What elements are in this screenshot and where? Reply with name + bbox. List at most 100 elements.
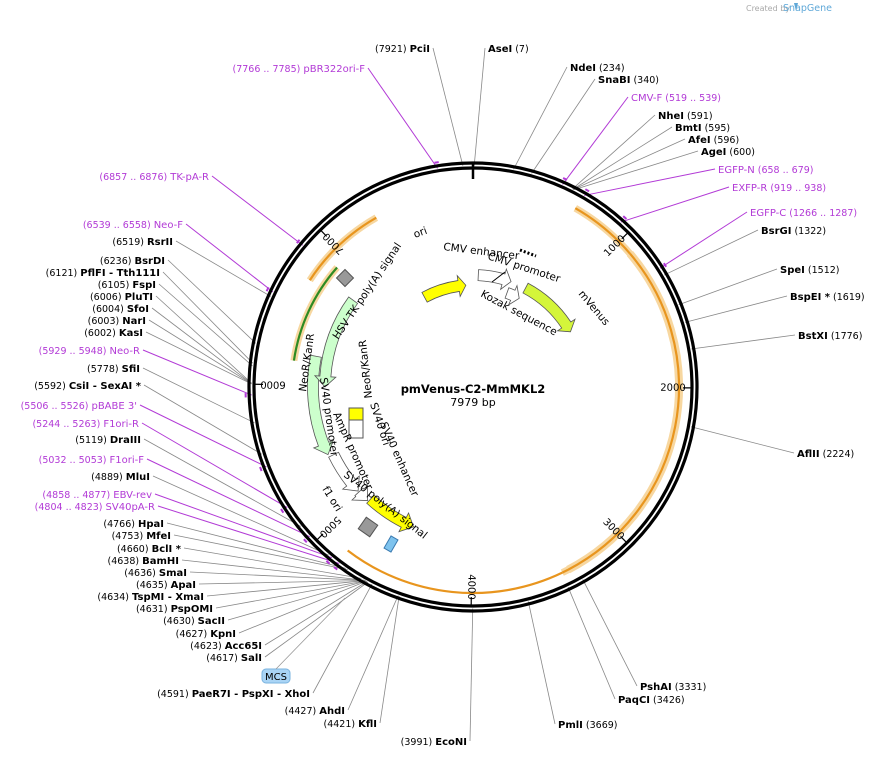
enzyme-site-ahdi-18[interactable]: (4427) AhdI bbox=[285, 595, 399, 717]
primer-mark bbox=[325, 560, 331, 565]
primer-pbabe-3-8[interactable]: (5506 .. 5526) pBABE 3' bbox=[21, 401, 267, 472]
enzyme-site-smai-27[interactable]: (4636) SmaI bbox=[124, 568, 366, 581]
feature-arrow-cmv-promoter-2[interactable] bbox=[504, 284, 520, 306]
site-position: (3426) bbox=[650, 695, 685, 706]
enzyme-site-spei-9[interactable]: SpeI (1512) bbox=[678, 265, 840, 306]
enzyme-site-agei-7[interactable]: AgeI (600) bbox=[573, 147, 755, 191]
enzyme-site-mlui-32[interactable]: (4889) MluI bbox=[91, 472, 330, 556]
enzyme-site-draiii-33[interactable]: (5119) DraIII bbox=[75, 435, 302, 527]
tick-3000 bbox=[620, 535, 628, 544]
primer-f1ori-r-9[interactable]: (5244 .. 5263) F1ori-R bbox=[32, 419, 288, 514]
primer-pbr322ori-f-0[interactable]: (7766 .. 7785) pBR322ori-F bbox=[233, 64, 439, 169]
site-label: (4623) Acc65I bbox=[190, 641, 262, 652]
enzyme-site-paqci-14[interactable]: PaqCI (3426) bbox=[567, 586, 685, 706]
enzyme-site-bspei-10[interactable]: BspEI * (1619) bbox=[684, 292, 865, 323]
enzyme-site-afei-6[interactable]: AfeI (596) bbox=[573, 135, 739, 190]
leader-line bbox=[473, 47, 486, 166]
site-label: (5244 .. 5263) F1ori-R bbox=[32, 419, 139, 430]
enzyme-site-snabi-3[interactable]: SnaBI (340) bbox=[531, 75, 659, 174]
enzyme-site-pluti-39[interactable]: (6006) PluTI bbox=[90, 292, 252, 384]
site-position: (6105) bbox=[98, 280, 133, 291]
site-position: (6539 .. 6558) bbox=[83, 220, 154, 231]
enzyme-site-pcii-0[interactable]: (7921) PciI bbox=[375, 44, 464, 166]
primer-egfp-c-4[interactable]: EGFP-C (1266 .. 1287) bbox=[659, 208, 857, 269]
feature-arrow-neor-kanr-4[interactable] bbox=[307, 354, 335, 456]
orange-arc bbox=[292, 266, 338, 361]
site-label: (6006) PluTI bbox=[90, 292, 153, 303]
enzyme-site-ndei-2[interactable]: NdeI (234) bbox=[513, 63, 625, 170]
primer-exfp-r-3[interactable]: EXFP-R (919 .. 938) bbox=[620, 183, 826, 223]
enzyme-site-bstxi-11[interactable]: BstXI (1776) bbox=[691, 331, 862, 350]
site-name: ApaI bbox=[171, 580, 196, 591]
primer-ebv-rev-11[interactable]: (4858 .. 4877) EBV-rev bbox=[42, 490, 333, 565]
enzyme-site-hpai-31[interactable]: (4766) HpaI bbox=[103, 519, 346, 569]
feature-arrow-f1-ori-8[interactable] bbox=[366, 494, 415, 533]
enzyme-site-csii-sexai-34[interactable]: (5592) CsiI - SexAI * bbox=[34, 381, 263, 455]
leader-line bbox=[181, 559, 365, 581]
enzyme-site-pflfi-tth111i-41[interactable]: (6121) PflFI - Tth111I bbox=[46, 268, 254, 364]
site-label: (6236) BsrDI bbox=[100, 256, 165, 267]
enzyme-site-rsrii-43[interactable]: (6519) RsrII bbox=[112, 237, 272, 297]
feature-arrow-mvenus-3[interactable] bbox=[522, 282, 576, 333]
site-name: EcoNI bbox=[435, 737, 467, 748]
primer-neo-r-7[interactable]: (5929 .. 5948) Neo-R bbox=[39, 346, 252, 398]
enzyme-site-bcli-29[interactable]: (4660) BclI * bbox=[117, 544, 362, 579]
enzyme-site-sfii-35[interactable]: (5778) SfiI bbox=[87, 364, 255, 424]
enzyme-site-bsrdi-42[interactable]: (6236) BsrDI bbox=[100, 256, 257, 344]
site-position: (591) bbox=[684, 111, 713, 122]
enzyme-site-kasi-36[interactable]: (6002) KasI bbox=[84, 328, 252, 385]
primer-mark bbox=[333, 566, 338, 571]
site-name: PluTI bbox=[125, 292, 153, 303]
leader-line bbox=[173, 534, 348, 571]
enzyme-site-kfli-17[interactable]: (4421) KflI bbox=[324, 595, 400, 730]
site-name: CMV-F bbox=[631, 93, 662, 104]
enzyme-site-pspomi-24[interactable]: (4631) PspOMI bbox=[136, 580, 366, 615]
primer-sv40pa-r-12[interactable]: (4804 .. 4823) SV40pA-R bbox=[35, 502, 340, 571]
enzyme-site-aflii-12[interactable]: AflII (2224) bbox=[690, 426, 854, 460]
enzyme-site-nari-37[interactable]: (6003) NarI bbox=[88, 316, 252, 385]
enzyme-site-pmli-15[interactable]: PmlI (3669) bbox=[527, 601, 618, 731]
tick-1000 bbox=[621, 232, 629, 240]
orange-arc bbox=[308, 216, 377, 281]
site-label: (3991) EcoNI bbox=[401, 737, 467, 748]
leader-line bbox=[582, 579, 638, 687]
enzyme-site-asei-1[interactable]: AseI (7) bbox=[473, 44, 529, 166]
enzyme-site-bsrgi-8[interactable]: BsrGI (1322) bbox=[663, 226, 826, 276]
enzyme-site-pshai-13[interactable]: PshAI (3331) bbox=[582, 579, 707, 693]
site-label: (6004) SfoI bbox=[92, 304, 149, 315]
enzyme-site-kpni-22[interactable]: (4627) KpnI bbox=[176, 580, 367, 640]
enzyme-site-econi-16[interactable]: (3991) EcoNI bbox=[401, 608, 474, 748]
leader-line bbox=[469, 608, 474, 742]
enzyme-site-paer7i-pspxi-xhoi-19[interactable]: (4591) PaeR7I - PspXI - XhoI bbox=[157, 583, 373, 700]
enzyme-site-bamhi-28[interactable]: (4638) BamHI bbox=[108, 556, 365, 581]
site-name: AflII bbox=[797, 449, 820, 460]
enzyme-site-sfoi-38[interactable]: (6004) SfoI bbox=[92, 304, 252, 384]
primer-f1ori-f-10[interactable]: (5032 .. 5053) F1ori-F bbox=[39, 455, 310, 543]
leader-line bbox=[584, 168, 716, 196]
feature-arrow-cmv-enhancer-1[interactable] bbox=[477, 267, 512, 291]
enzyme-site-mfei-30[interactable]: (4753) MfeI bbox=[112, 531, 348, 571]
kozak-leader bbox=[491, 271, 506, 283]
feature-arrow-sv40-promoter-6[interactable] bbox=[328, 451, 360, 492]
primer-egfp-n-2[interactable]: EGFP-N (658 .. 679) bbox=[584, 165, 814, 196]
enzyme-site-bmti-5[interactable]: BmtI (595) bbox=[572, 123, 730, 190]
primer-tk-pa-r-5[interactable]: (6857 .. 6876) TK-pA-R bbox=[99, 172, 304, 246]
feature-label-mvenus: mVenus bbox=[576, 288, 612, 328]
enzyme-site-nhei-4[interactable]: NheI (591) bbox=[572, 111, 713, 190]
site-name: BmtI bbox=[675, 123, 702, 134]
site-position: (5032 .. 5053) bbox=[39, 455, 110, 466]
leader-line bbox=[513, 66, 568, 170]
primer-neo-f-6[interactable]: (6539 .. 6558) Neo-F bbox=[83, 220, 274, 293]
enzyme-site-apai-26[interactable]: (4635) ApaI bbox=[136, 580, 366, 591]
feature-arrow-neor-kanr-5[interactable] bbox=[313, 296, 359, 388]
enzyme-site-sacii-23[interactable]: (4630) SacII bbox=[163, 580, 367, 627]
enzyme-site-sali-20[interactable]: (4617) SalI bbox=[206, 581, 369, 664]
feature-arrow-ampr-promoter-7[interactable] bbox=[351, 484, 368, 501]
enzyme-site-acc65i-21[interactable]: (4623) Acc65I bbox=[190, 581, 368, 652]
site-position: (4636) bbox=[124, 568, 159, 579]
feature-arrow-ori-0[interactable] bbox=[421, 274, 467, 303]
primer-cmv-f-1[interactable]: CMV-F (519 .. 539) bbox=[562, 93, 721, 185]
enzyme-site-fspi-40[interactable]: (6105) FspI bbox=[98, 280, 253, 367]
enzyme-site-tspmi-xmai-25[interactable]: (4634) TspMI - XmaI bbox=[97, 580, 366, 603]
